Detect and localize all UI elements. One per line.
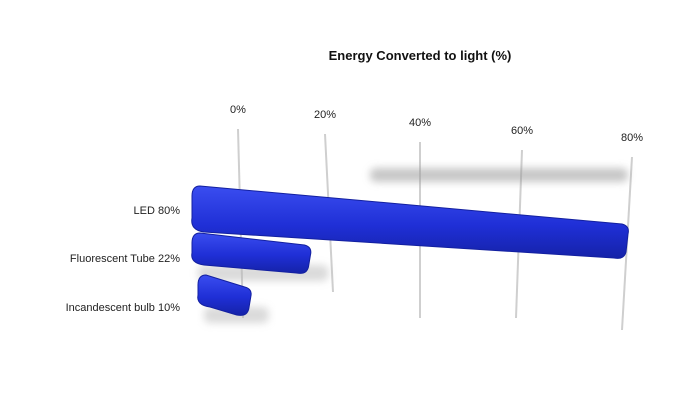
category-labels: LED 80% Fluorescent Tube 22% Incandescent … <box>66 205 181 314</box>
bar-shadow <box>370 168 628 182</box>
category-label: Incandescent bulb 10% <box>66 302 181 314</box>
tick-label: 0% <box>230 104 246 116</box>
x-axis-ticks: 0% 20% 40% 60% 80% <box>230 104 643 144</box>
tick-label: 60% <box>511 125 533 137</box>
category-label: LED 80% <box>134 205 181 217</box>
bars <box>191 185 629 316</box>
tick-label: 40% <box>409 117 431 129</box>
category-label: Fluorescent Tube 22% <box>70 253 180 265</box>
bar <box>191 232 312 274</box>
tick-label: 20% <box>314 109 336 121</box>
bar <box>197 274 252 316</box>
bar <box>191 185 629 259</box>
chart-title: Energy Converted to light (%) <box>329 48 512 63</box>
tick-label: 80% <box>621 132 643 144</box>
